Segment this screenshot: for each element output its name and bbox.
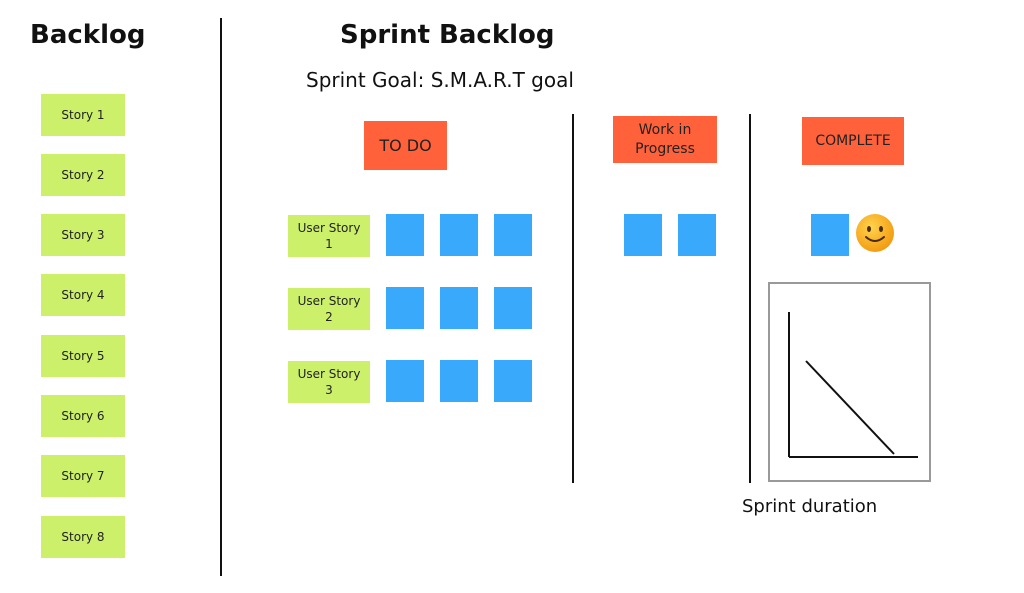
column-header-complete: COMPLETE	[802, 117, 904, 165]
todo-task-card[interactable]	[494, 360, 532, 402]
complete-task-card[interactable]	[811, 214, 849, 256]
todo-wip-divider	[572, 114, 574, 483]
wip-task-card[interactable]	[678, 214, 716, 256]
wip-task-card[interactable]	[624, 214, 662, 256]
backlog-divider	[220, 18, 222, 576]
todo-task-card[interactable]	[494, 214, 532, 256]
todo-task-card[interactable]	[386, 360, 424, 402]
backlog-story-5[interactable]: Story 5	[41, 335, 125, 377]
column-header-wip: Work in Progress	[613, 116, 717, 163]
user-story-3[interactable]: User Story 3	[288, 361, 370, 403]
backlog-title: Backlog	[30, 20, 146, 50]
sprint-backlog-title: Sprint Backlog	[340, 20, 555, 50]
user-story-1[interactable]: User Story 1	[288, 215, 370, 257]
user-story-2[interactable]: User Story 2	[288, 288, 370, 330]
backlog-story-6[interactable]: Story 6	[41, 395, 125, 437]
backlog-story-3[interactable]: Story 3	[41, 214, 125, 256]
backlog-story-8[interactable]: Story 8	[41, 516, 125, 558]
todo-task-card[interactable]	[440, 214, 478, 256]
backlog-story-7[interactable]: Story 7	[41, 455, 125, 497]
backlog-story-1[interactable]: Story 1	[41, 94, 125, 136]
todo-task-card[interactable]	[386, 214, 424, 256]
todo-task-card[interactable]	[440, 287, 478, 329]
burndown-chart	[768, 282, 931, 482]
todo-task-card[interactable]	[494, 287, 532, 329]
sprint-goal: Sprint Goal: S.M.A.R.T goal	[306, 68, 574, 92]
burndown-line	[805, 360, 895, 455]
column-header-todo: TO DO	[364, 121, 447, 170]
todo-task-card[interactable]	[386, 287, 424, 329]
backlog-story-2[interactable]: Story 2	[41, 154, 125, 196]
burndown-chart-plot	[788, 312, 918, 458]
smiley-face-icon	[856, 214, 894, 252]
burndown-caption: Sprint duration	[742, 496, 878, 517]
todo-task-card[interactable]	[440, 360, 478, 402]
wip-complete-divider	[749, 114, 751, 483]
backlog-story-4[interactable]: Story 4	[41, 274, 125, 316]
